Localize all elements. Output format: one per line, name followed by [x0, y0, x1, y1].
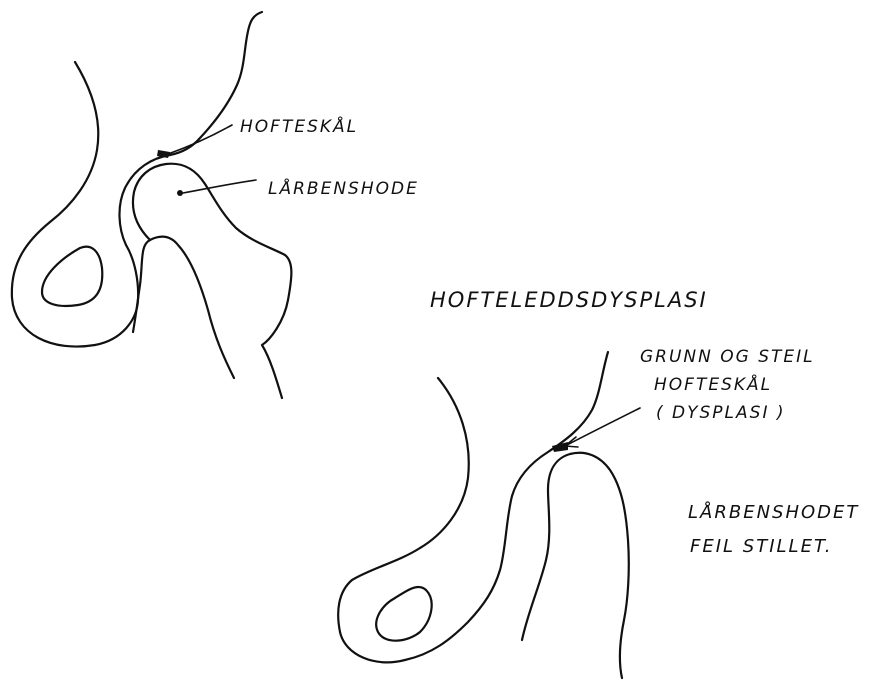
- dysplastic-head-label-line1: LÅRBENSHODET: [688, 501, 859, 523]
- dysplastic-femur-outline: [522, 453, 629, 678]
- normal-pelvis-outline: [12, 12, 262, 347]
- normal-socket-label: HOFTESKÅL: [240, 115, 358, 137]
- dysplastic-socket-label-line3: ( DYSPLASI ): [656, 403, 786, 423]
- normal-head-leader: [183, 180, 256, 193]
- dysplastic-pelvis-foramen: [376, 587, 431, 641]
- normal-hip-drawing: [12, 12, 292, 398]
- dysplastic-socket-label-line2: HOFTESKÅL: [654, 373, 772, 395]
- normal-pelvis-foramen: [42, 247, 102, 306]
- normal-femur-outline: [133, 237, 234, 378]
- dysplastic-head-label-line2: FEIL STILLET.: [690, 536, 833, 557]
- dysplastic-socket-label-line1: GRUNN OG STEIL: [640, 347, 815, 367]
- normal-head-label: LÅRBENSHODE: [268, 177, 419, 199]
- dysplastic-socket-leader: [565, 408, 640, 446]
- normal-head-mark: [177, 190, 183, 196]
- dysplastic-hip-drawing: [338, 352, 640, 678]
- diagram-title: HOFTELEDDSDYSPLASI: [430, 288, 708, 312]
